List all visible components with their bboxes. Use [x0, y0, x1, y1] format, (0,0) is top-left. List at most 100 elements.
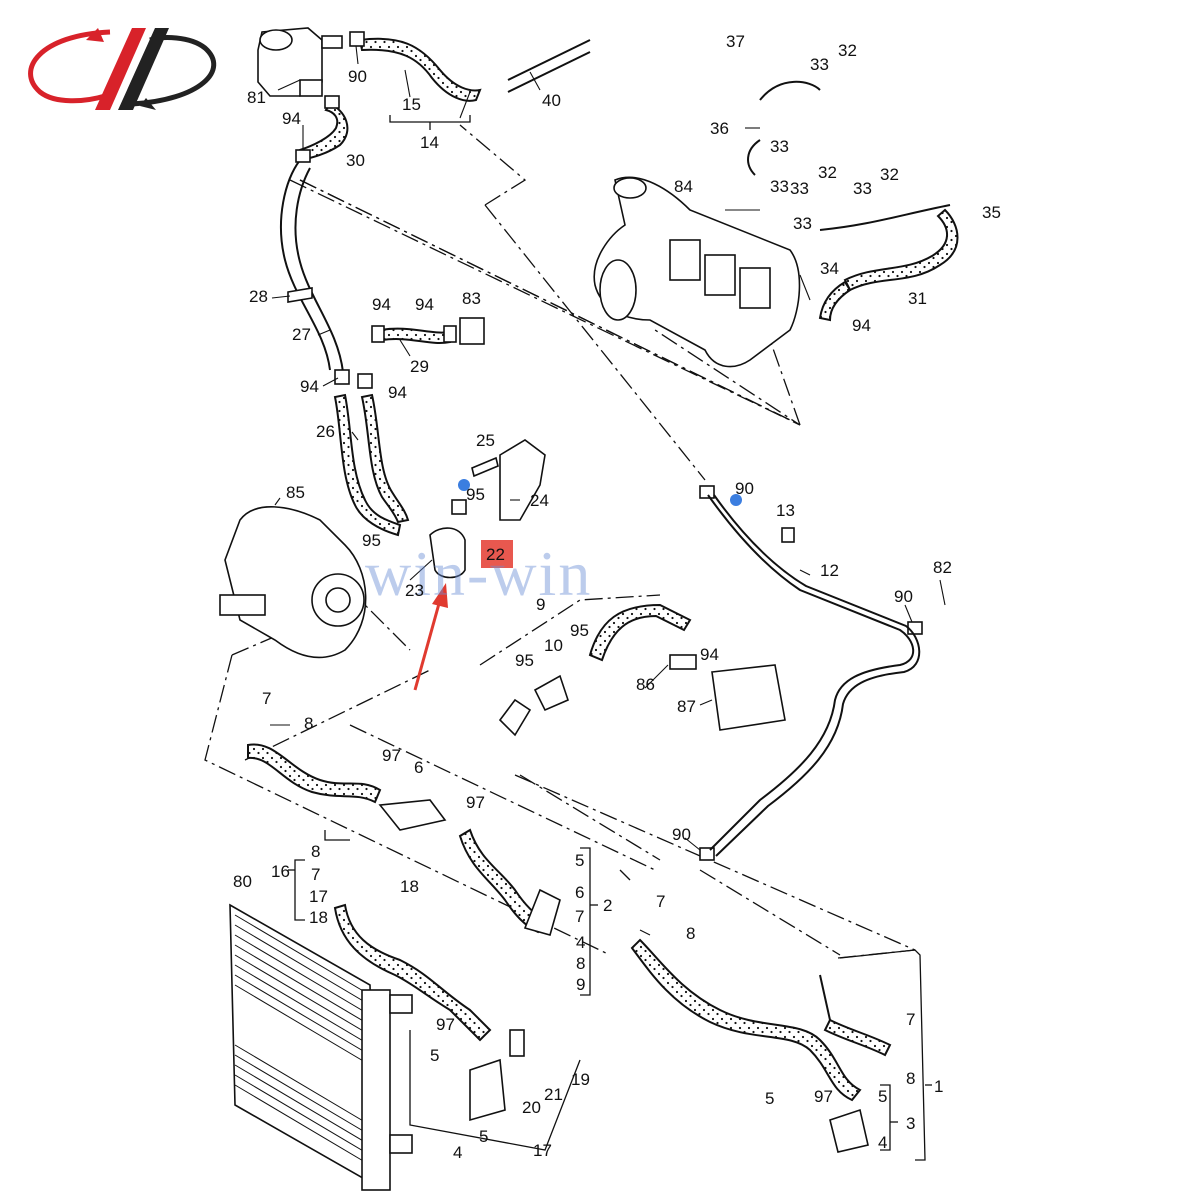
callout-94: 94: [415, 295, 434, 314]
callout-94: 94: [388, 383, 407, 402]
callout-97: 97: [382, 746, 401, 765]
callout-19: 19: [571, 1070, 590, 1089]
callout-95: 95: [362, 531, 381, 550]
callout-5: 5: [878, 1087, 887, 1106]
callout-81: 81: [247, 88, 266, 107]
callout-90: 90: [348, 67, 367, 86]
radiator-hoses: [333, 903, 525, 1122]
callout-32: 32: [880, 165, 899, 184]
radiator: [229, 903, 413, 1191]
coolant-pipe-long: [707, 494, 921, 857]
callout-7: 7: [656, 892, 665, 911]
water-pump: [219, 506, 367, 659]
callout-32: 32: [838, 41, 857, 60]
callout-95: 95: [466, 485, 485, 504]
callout-7: 7: [311, 865, 320, 884]
brand-logo: [28, 28, 217, 110]
callout-18: 18: [309, 908, 328, 927]
callout-94: 94: [372, 295, 391, 314]
callout-94: 94: [852, 316, 871, 335]
callout-17: 17: [309, 887, 328, 906]
turbocharger: [593, 80, 959, 368]
callout-90: 90: [894, 587, 913, 606]
callout-10: 10: [544, 636, 563, 655]
callout-5: 5: [430, 1046, 439, 1065]
watermark: win-win: [365, 538, 592, 609]
callout-23: 23: [405, 581, 424, 600]
callout-1: 1: [934, 1077, 943, 1096]
callout-9: 9: [576, 975, 585, 994]
callout-9: 9: [536, 595, 545, 614]
callout-95: 95: [570, 621, 589, 640]
callout-18: 18: [400, 877, 419, 896]
callout-8: 8: [906, 1069, 915, 1088]
callout-4: 4: [453, 1143, 462, 1162]
brackets: [288, 115, 932, 1161]
callout-6: 6: [414, 758, 423, 777]
callout-97: 97: [436, 1015, 455, 1034]
callout-7: 7: [262, 689, 271, 708]
callout-33: 33: [853, 179, 872, 198]
callout-22: 22: [486, 545, 505, 564]
callout-13: 13: [776, 501, 795, 520]
callout-35: 35: [982, 203, 1001, 222]
callout-14: 14: [420, 133, 439, 152]
callout-8: 8: [576, 954, 585, 973]
callout-21: 21: [544, 1085, 563, 1104]
callout-28: 28: [249, 287, 268, 306]
callout-83: 83: [462, 289, 481, 308]
wire-set: [507, 39, 591, 93]
callout-4: 4: [576, 933, 585, 952]
callout-27: 27: [292, 325, 311, 344]
callout-36: 36: [710, 119, 729, 138]
blue-marker-95: [458, 479, 470, 491]
callout-33: 33: [770, 137, 789, 156]
callout-33: 33: [810, 55, 829, 74]
callout-25: 25: [476, 431, 495, 450]
callout-90: 90: [672, 825, 691, 844]
callout-2: 2: [603, 896, 612, 915]
callout-40: 40: [542, 91, 561, 110]
callout-5: 5: [479, 1127, 488, 1146]
hoses-upper: [279, 37, 485, 537]
callout-97: 97: [814, 1087, 833, 1106]
callout-82: 82: [933, 558, 952, 577]
callout-37: 37: [726, 32, 745, 51]
callout-8: 8: [304, 714, 313, 733]
highlight-box-22: [481, 540, 513, 568]
callout-7: 7: [906, 1010, 915, 1029]
expansion-tank: [257, 27, 343, 97]
callout-17: 17: [533, 1141, 552, 1160]
callout-80: 80: [233, 872, 252, 891]
callout-94: 94: [700, 645, 719, 664]
clamps-and-bolts: [287, 31, 923, 861]
callout-16: 16: [271, 862, 290, 881]
callout-33: 33: [770, 177, 789, 196]
red-pointer-arrow: [413, 583, 448, 691]
callout-94: 94: [300, 377, 319, 396]
lower-hose-right: [630, 938, 892, 1153]
callout-97: 97: [466, 793, 485, 812]
leader-lines: [270, 45, 946, 936]
callout-3: 3: [906, 1114, 915, 1133]
callout-24: 24: [530, 491, 549, 510]
oil-cooler: [498, 603, 786, 737]
callout-8: 8: [311, 842, 320, 861]
callout-29: 29: [410, 357, 429, 376]
callout-30: 30: [346, 151, 365, 170]
callout-5: 5: [575, 851, 584, 870]
callout-33: 33: [790, 179, 809, 198]
callout-12: 12: [820, 561, 839, 580]
callout-90: 90: [735, 479, 754, 498]
callout-31: 31: [908, 289, 927, 308]
callout-86: 86: [636, 675, 655, 694]
callout-32: 32: [818, 163, 837, 182]
callout-4: 4: [878, 1133, 887, 1152]
callout-85: 85: [286, 483, 305, 502]
callout-34: 34: [820, 259, 839, 278]
blue-marker-90: [730, 494, 742, 506]
callout-94: 94: [282, 109, 301, 128]
callout-8: 8: [686, 924, 695, 943]
dashed-group-lines: [204, 124, 916, 959]
